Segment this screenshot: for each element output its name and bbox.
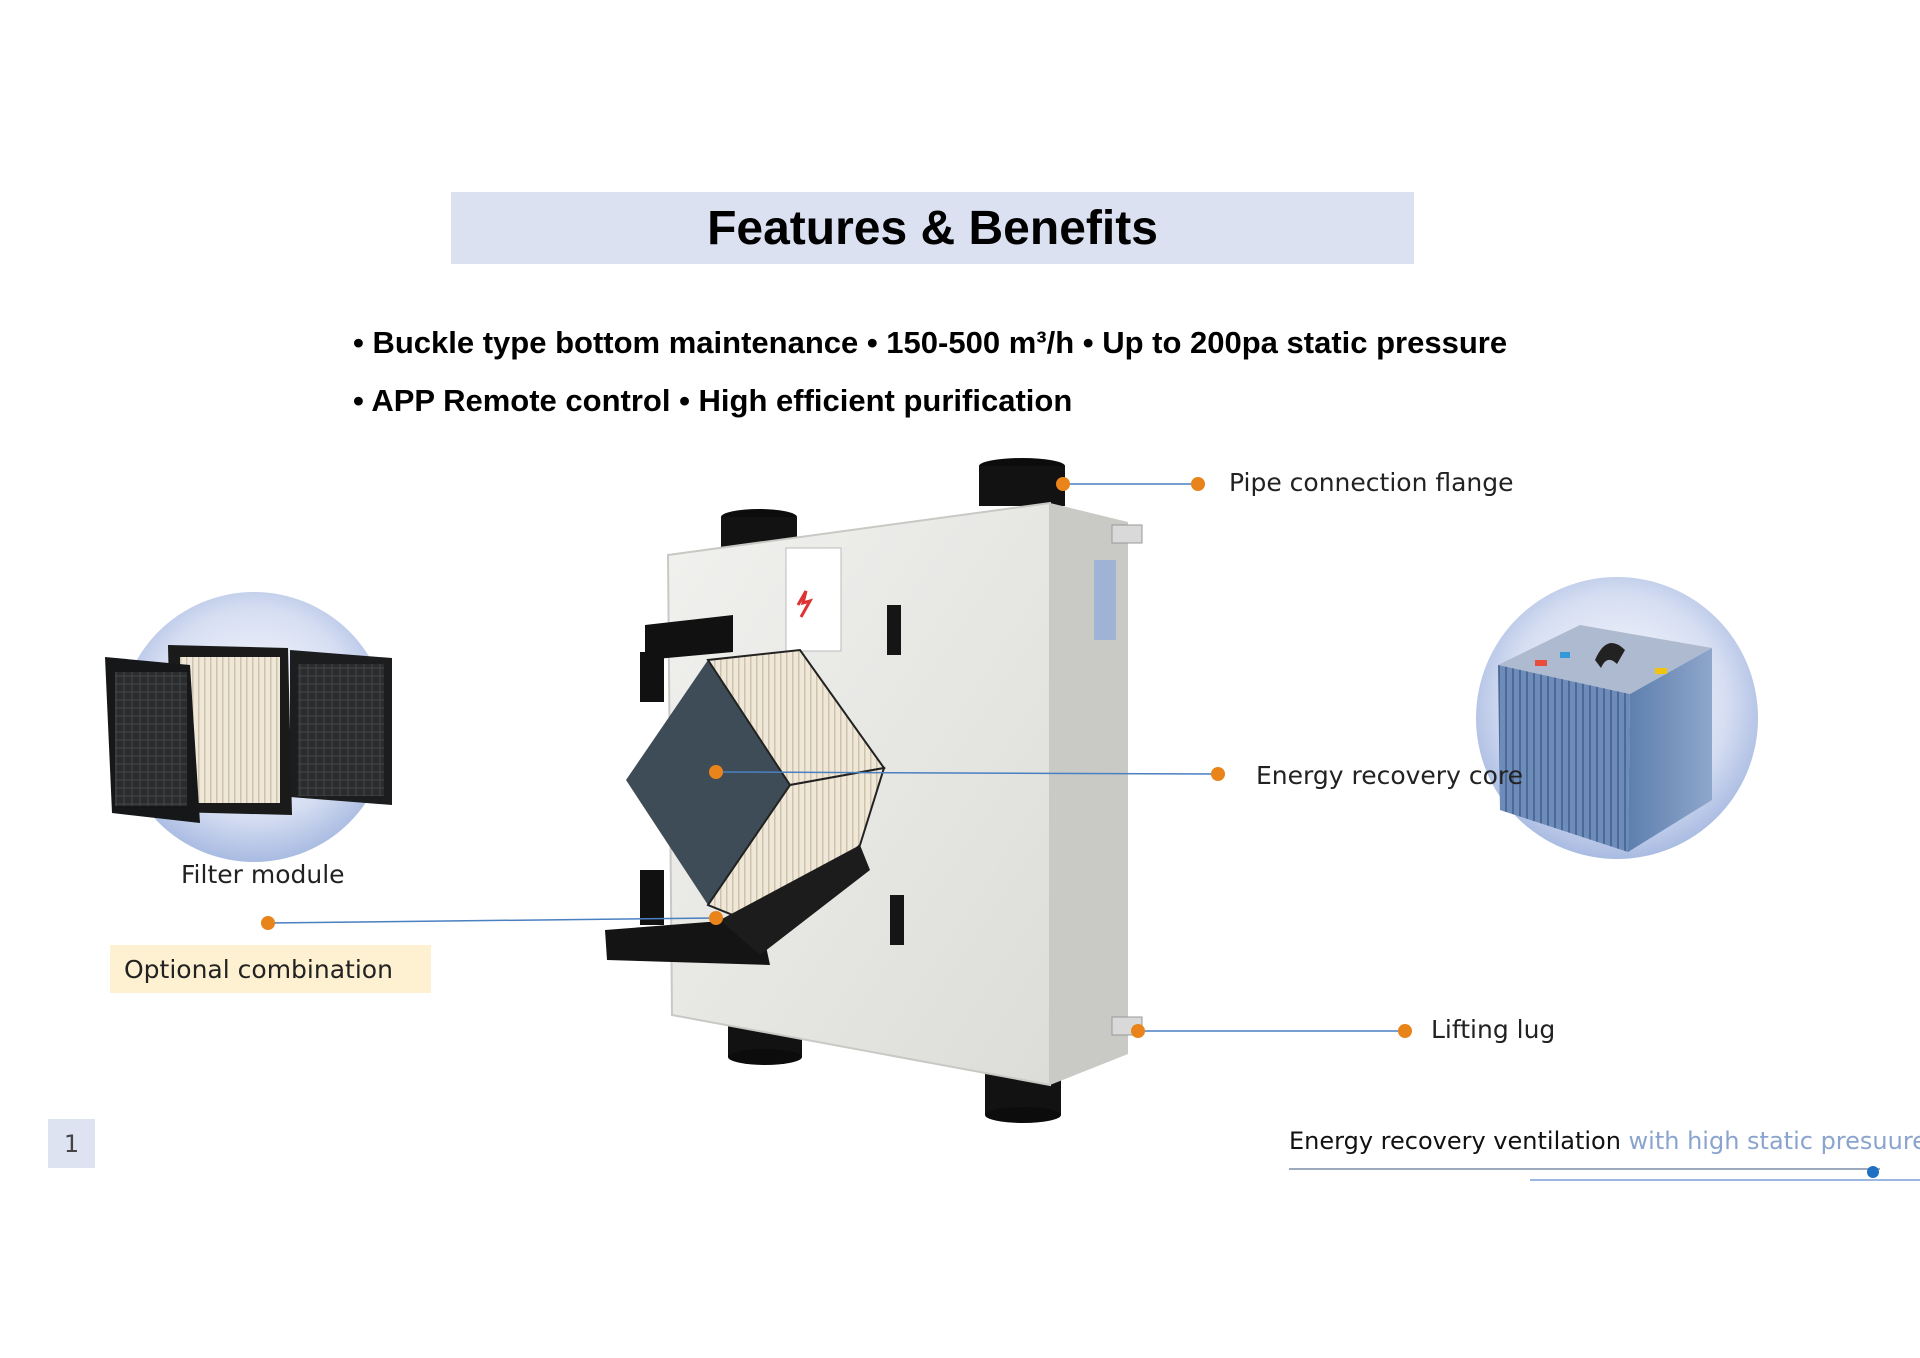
filter-module-illustration bbox=[105, 592, 392, 862]
callout-leader-lines bbox=[267, 483, 1405, 1032]
title-banner: Features & Benefits bbox=[451, 192, 1414, 264]
footer-caption: Energy recovery ventilation with high st… bbox=[1289, 1127, 1920, 1155]
feature-bullets-line-2: • APP Remote control • High efficient pu… bbox=[353, 383, 1073, 418]
footer-rule bbox=[1289, 1166, 1920, 1181]
callout-filter-module: Filter module bbox=[181, 860, 345, 889]
page-title: Features & Benefits bbox=[707, 201, 1158, 255]
footer-caption-highlight: with high static presuure bbox=[1628, 1127, 1920, 1155]
feature-bullets-line-1: • Buckle type bottom maintenance • 150-5… bbox=[353, 325, 1508, 360]
erv-unit-illustration bbox=[605, 458, 1143, 1123]
footer-caption-main: Energy recovery ventilation bbox=[1289, 1127, 1629, 1155]
optional-combination-label: Optional combination bbox=[124, 954, 393, 984]
page-number: 1 bbox=[48, 1119, 95, 1168]
energy-recovery-core-illustration bbox=[1476, 577, 1758, 859]
optional-combination-tag: Optional combination bbox=[110, 945, 431, 993]
callout-energy-recovery-core: Energy recovery core bbox=[1256, 761, 1523, 790]
callout-pipe-connection-flange: Pipe connection flange bbox=[1229, 468, 1514, 497]
callout-dots bbox=[261, 477, 1412, 1038]
callout-lifting-lug: Lifting lug bbox=[1431, 1015, 1556, 1044]
